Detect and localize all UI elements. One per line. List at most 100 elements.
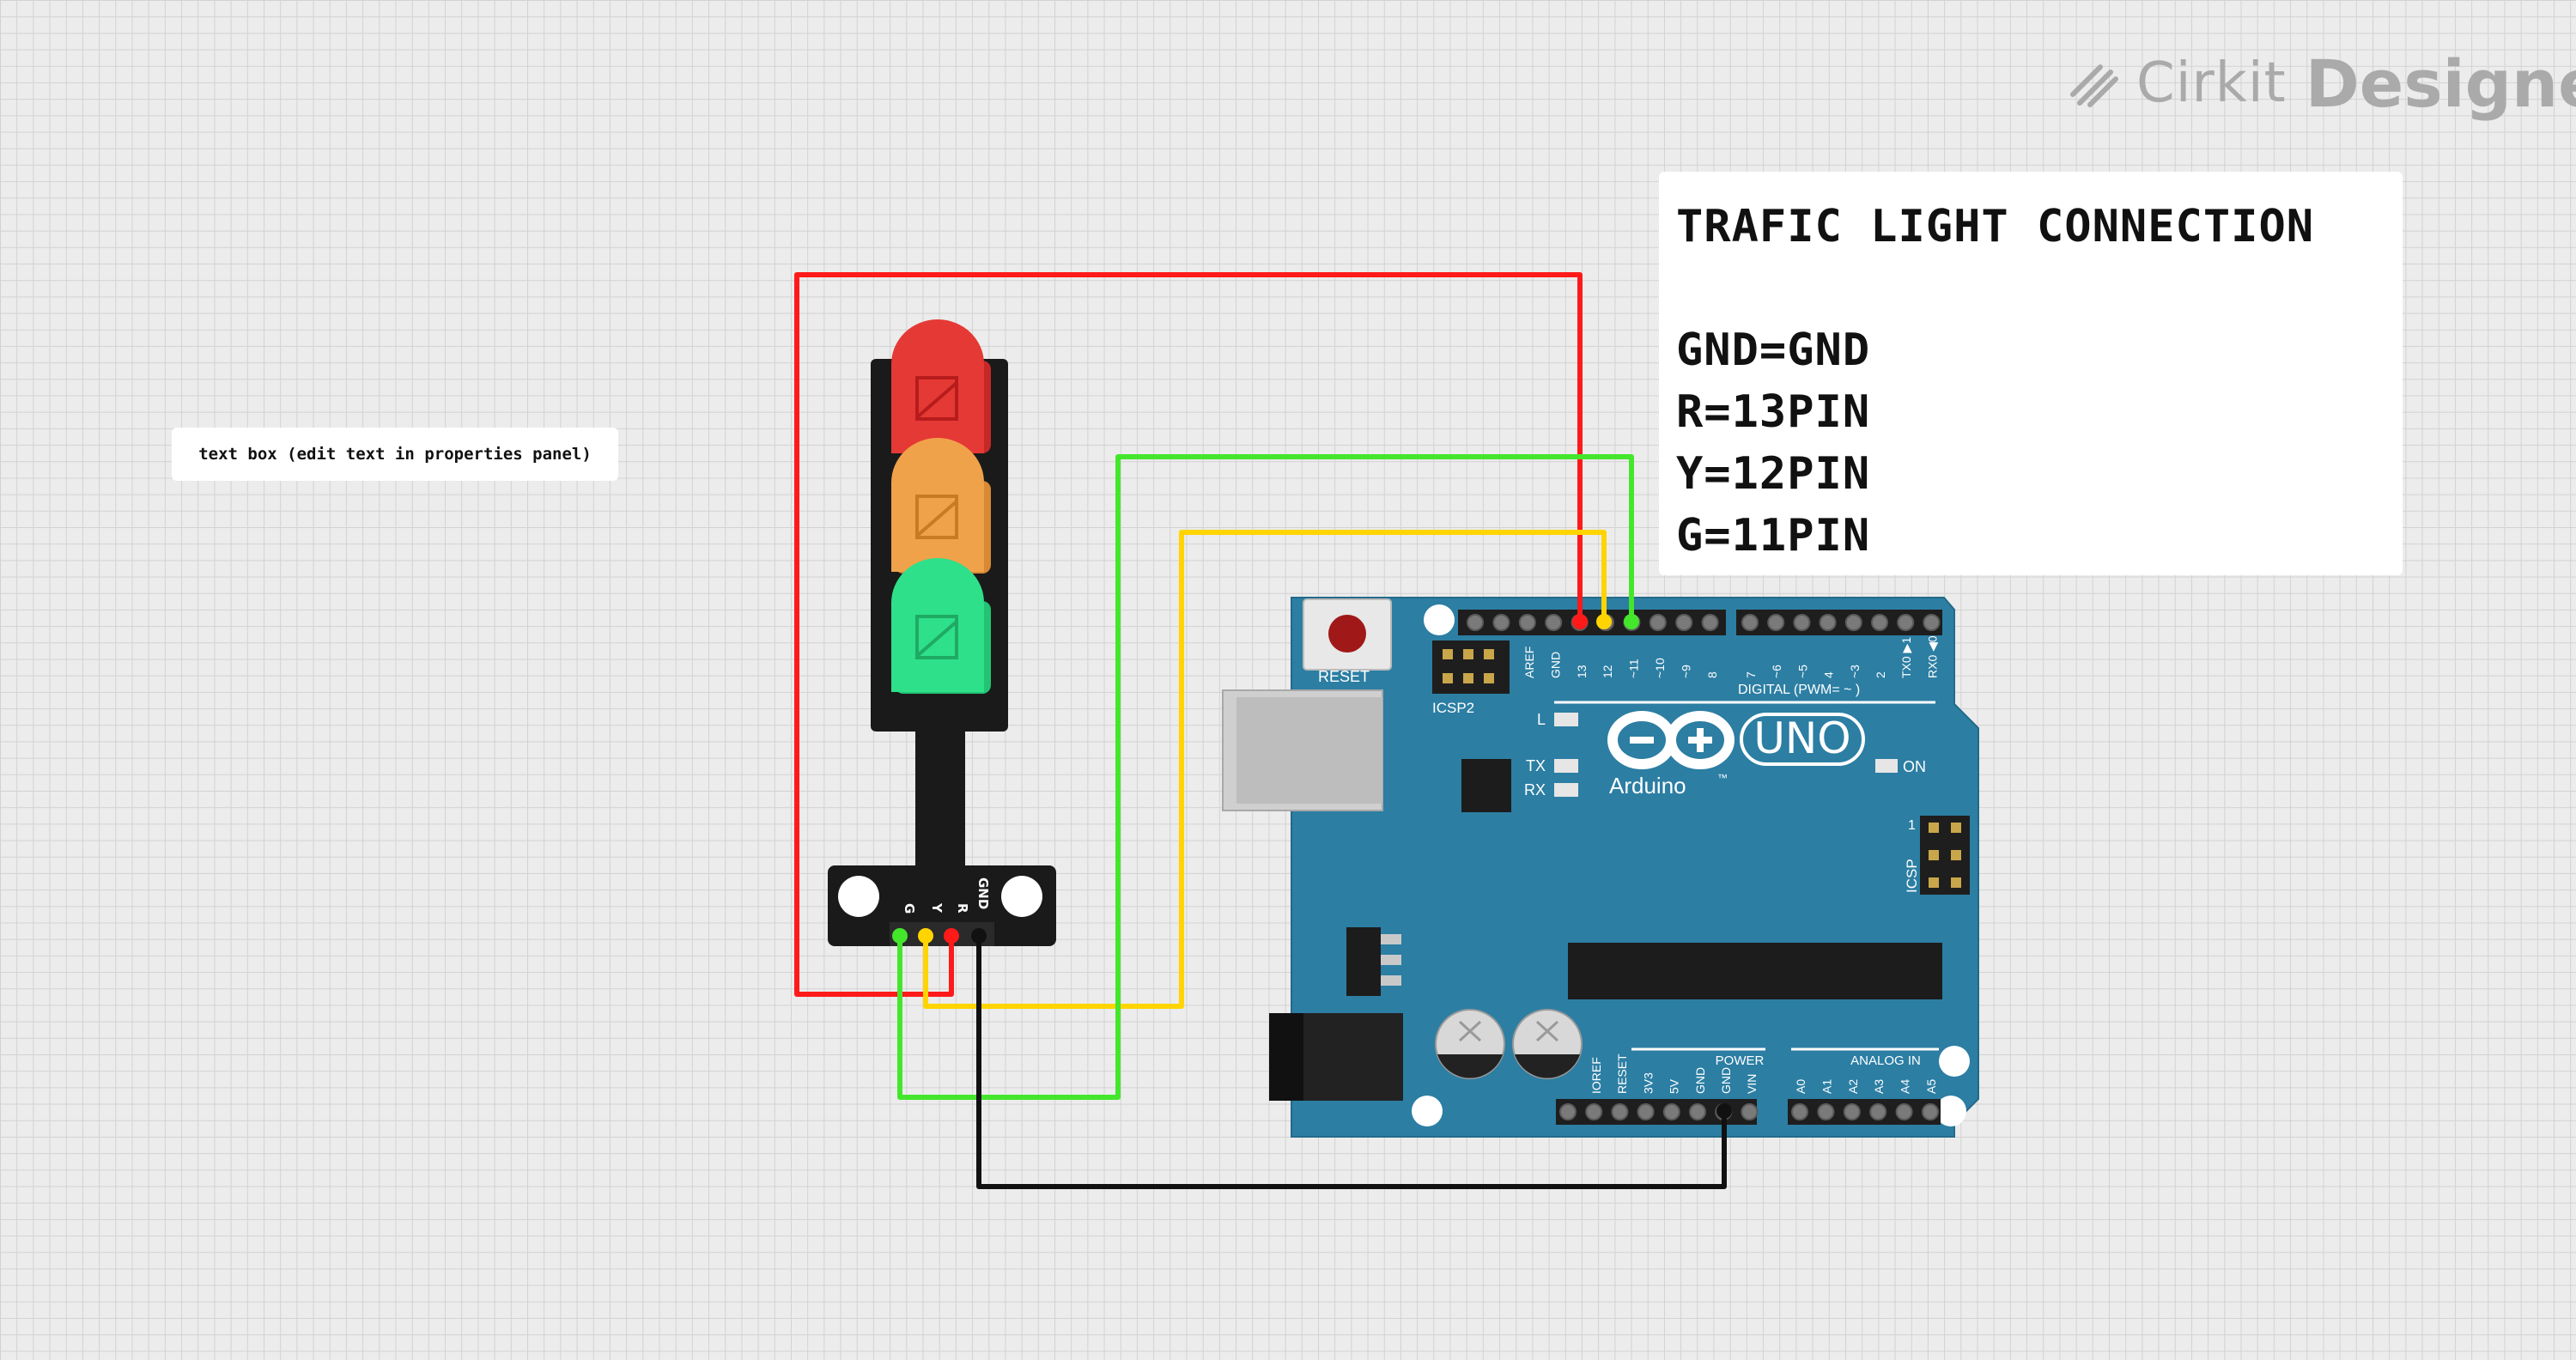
usb-connector-inner: [1236, 697, 1382, 804]
capacitor: [1512, 1009, 1583, 1079]
mounting-hole: [838, 876, 879, 917]
logo-minus-icon: [1630, 737, 1654, 744]
digital-pin-socket[interactable]: [1467, 614, 1484, 631]
analog-pin-label: A1: [1820, 1079, 1833, 1094]
logo-tm: ™: [1717, 772, 1728, 784]
digital-pin-label: 12: [1601, 665, 1614, 678]
logo-arduino-text: Arduino: [1609, 773, 1686, 798]
mounting-hole: [1935, 1096, 1966, 1126]
analog-pin-label: A5: [1924, 1079, 1938, 1094]
cirkit-logo-icon: [2070, 64, 2118, 107]
pin-label-r: R: [955, 903, 970, 914]
digital-pin-socket[interactable]: [1701, 614, 1719, 631]
digital-pin-socket[interactable]: [1793, 614, 1811, 631]
digital-pin-socket[interactable]: [1844, 614, 1862, 631]
note-line-green: G=11PIN: [1676, 510, 1871, 562]
icsp2-pins: [1443, 649, 1494, 683]
digital-pin-label: 8: [1705, 671, 1719, 678]
digital-pin-label: TX0 ▶1: [1899, 637, 1913, 678]
power-pin-socket[interactable]: [1585, 1103, 1603, 1120]
analog-pin-label: A4: [1899, 1079, 1912, 1094]
power-pin-label: 3V3: [1641, 1072, 1655, 1094]
icsp-header: [1920, 816, 1970, 895]
power-pin-label: 5V: [1668, 1078, 1681, 1094]
mounting-hole: [1412, 1096, 1443, 1126]
digital-pin-socket[interactable]: [1767, 614, 1785, 631]
digital-pin-label: ~11: [1627, 659, 1641, 678]
analog-pin-socket[interactable]: [1922, 1103, 1939, 1120]
reset-button-cap[interactable]: [1328, 615, 1366, 653]
traffic-light-module[interactable]: G Y R GND: [828, 319, 1056, 946]
digital-pin-label: ~6: [1770, 665, 1783, 678]
analog-pin-socket[interactable]: [1817, 1103, 1835, 1120]
digital-pin-socket[interactable]: [1518, 614, 1536, 631]
analog-pin-label: A3: [1872, 1079, 1886, 1094]
capacitor: [1435, 1009, 1505, 1079]
digital-pin-socket[interactable]: [1492, 614, 1510, 631]
digital-pin-label: 7: [1744, 671, 1758, 678]
power-label: POWER: [1716, 1053, 1765, 1068]
icsp-pins: [1929, 823, 1961, 888]
digital-pin-socket[interactable]: [1923, 614, 1941, 631]
wire-red[interactable]: [794, 272, 1583, 997]
power-pin-label: GND: [1719, 1067, 1733, 1094]
connection-note[interactable]: TRAFIC LIGHT CONNECTION GND=GND R=13PIN …: [1659, 172, 2403, 575]
led-l-indicator: L: [1537, 711, 1578, 728]
pin-label-y: Y: [929, 902, 945, 914]
digital-pin-socket[interactable]: [1897, 614, 1915, 631]
power-pin-socket[interactable]: [1741, 1103, 1759, 1120]
digital-pin-socket[interactable]: [1741, 614, 1759, 631]
led-tx-indicator: TX: [1526, 757, 1578, 774]
analog-pin-sockets: [1791, 1103, 1939, 1120]
arduino-uno-board[interactable]: RESET ICSP2: [1222, 597, 1979, 1138]
digital-pin-socket[interactable]: [1545, 614, 1563, 631]
power-pin-socket[interactable]: [1662, 1103, 1680, 1120]
led-l-label: L: [1537, 711, 1546, 728]
logo-loop-right: [1666, 711, 1735, 769]
digital-pin-label: RX0 ◀0: [1925, 635, 1939, 678]
power-pin-socket[interactable]: [1637, 1103, 1655, 1120]
power-jack-front: [1269, 1013, 1303, 1101]
digital-pin-socket[interactable]: [1675, 614, 1693, 631]
note-title: TRAFIC LIGHT CONNECTION: [1676, 201, 2315, 252]
text-box[interactable]: text box (edit text in properties panel): [172, 428, 618, 481]
analog-header: [1788, 1099, 1941, 1125]
icsp-label: ICSP: [1904, 859, 1920, 893]
digital-pin-label: 13: [1575, 665, 1589, 678]
led-tx-label: TX: [1526, 757, 1546, 774]
mounting-hole: [1424, 604, 1455, 635]
analog-pin-socket[interactable]: [1869, 1103, 1887, 1120]
text-box-label: text box (edit text in properties panel): [198, 445, 592, 464]
digital-pin-socket[interactable]: [1871, 614, 1888, 631]
wire-black[interactable]: [976, 936, 1727, 1189]
digital-label: DIGITAL (PWM= ~ ): [1738, 683, 1860, 697]
power-pin-socket[interactable]: [1689, 1103, 1706, 1120]
led-on-indicator: ON: [1875, 758, 1926, 775]
voltage-regulator: [1346, 927, 1381, 996]
analog-pin-socket[interactable]: [1895, 1103, 1913, 1120]
power-pin-socket[interactable]: [1611, 1103, 1629, 1120]
power-pin-socket[interactable]: [1559, 1103, 1577, 1120]
logo-uno-text: UNO: [1753, 713, 1850, 763]
digital-pin-socket[interactable]: [1819, 614, 1837, 631]
yellow-led: [891, 438, 991, 574]
digital-pin-label: ~3: [1848, 665, 1862, 678]
note-line-yellow: Y=12PIN: [1676, 448, 1871, 500]
led-on-label: ON: [1903, 758, 1926, 775]
pin-label-gnd: GND: [975, 877, 991, 909]
wire-endpoints: [892, 614, 1732, 1119]
note-line-gnd: GND=GND: [1676, 325, 1871, 376]
analog-pin-socket[interactable]: [1843, 1103, 1861, 1120]
note-line-red: R=13PIN: [1676, 386, 1871, 438]
digital-pin-label: ~9: [1679, 665, 1692, 678]
digital-pin-socket[interactable]: [1649, 614, 1667, 631]
wire-green[interactable]: [897, 454, 1634, 1100]
digital-pin-label: ~5: [1795, 665, 1809, 678]
power-pin-label: RESET: [1615, 1053, 1629, 1094]
wire-yellow[interactable]: [923, 530, 1607, 1009]
analog-pin-socket[interactable]: [1791, 1103, 1808, 1120]
